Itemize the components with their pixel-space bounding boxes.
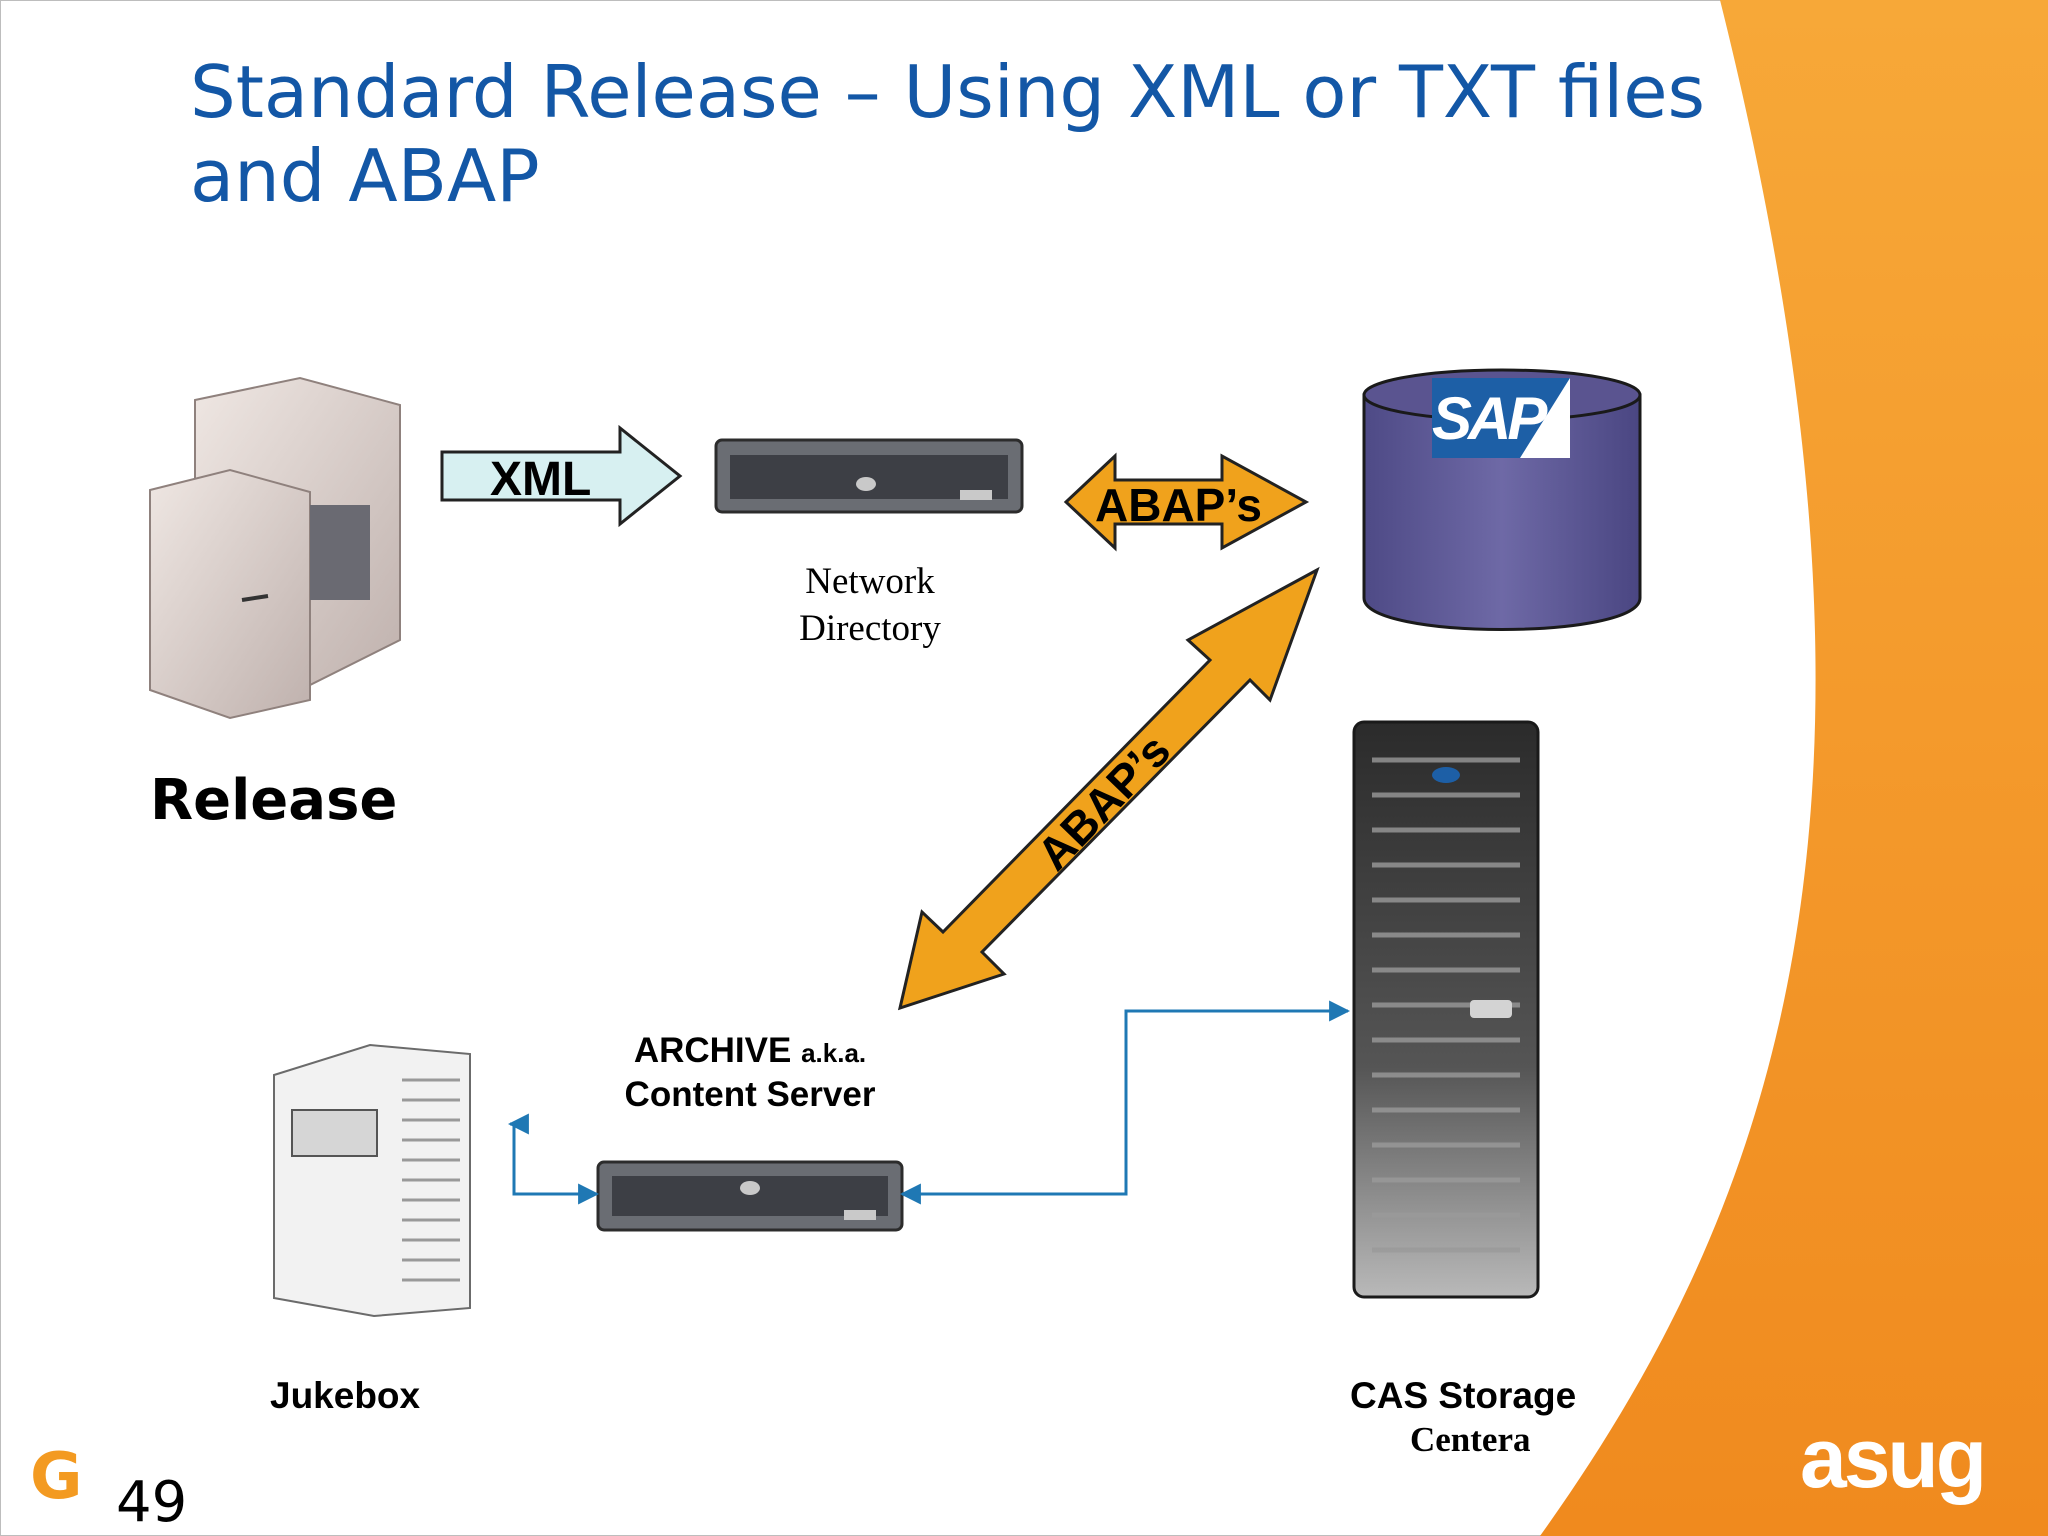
cas-storage-label: CAS Storage [1350,1375,1577,1416]
connector-archive-cas [899,1000,1351,1205]
orange-swoosh [1540,0,2048,1536]
network-directory-line-2: Directory [799,608,941,649]
abap-diagonal-arrow [897,566,1320,1011]
release-label: Release [150,768,398,833]
archive-label: ARCHIVE a.k.a. Content Server [560,1030,940,1115]
release-computers-icon [149,376,401,720]
g-logo-mark: G [30,1440,83,1514]
archive-subtitle: Content Server [624,1075,876,1114]
abap-horizontal-arrow [1063,452,1310,552]
network-directory-line-1: Network [805,561,935,602]
sap-database-icon [1362,368,1642,631]
archive-title: ARCHIVE [633,1031,792,1070]
xml-arrow [440,424,683,528]
archive-content-server-icon [596,1160,904,1232]
asug-logo: asug [1800,1411,1987,1505]
xml-arrow-label: XML [490,453,592,506]
network-directory-label: Network Directory [760,558,980,652]
page-number: 49 [116,1470,188,1535]
cas-storage-rack-icon [1352,720,1540,1299]
network-directory-server-icon [714,438,1024,514]
connector-archive-jukebox [507,1113,600,1205]
archive-aka: a.k.a. [801,1038,867,1068]
slide-title: Standard Release – Using XML or TXT file… [190,50,1706,218]
sap-logo-text: SAP [1432,385,1547,452]
jukebox-icon [273,1043,471,1318]
jukebox-label: Jukebox [270,1375,421,1416]
abap-horizontal-label: ABAP’s [1095,479,1262,531]
centera-label: Centera [1410,1420,1531,1459]
